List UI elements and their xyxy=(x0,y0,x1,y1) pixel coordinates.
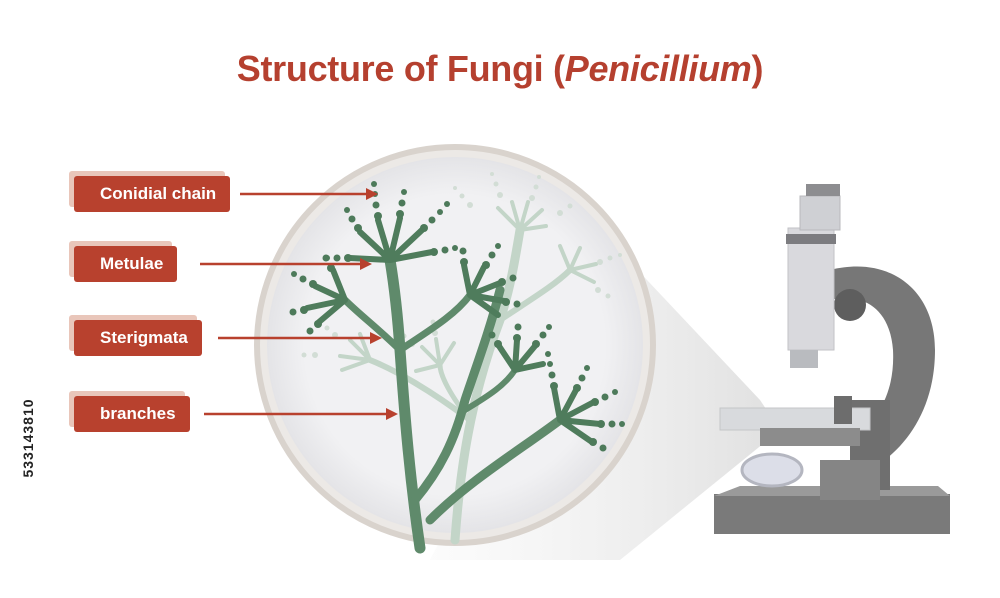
label-sterigmata: Sterigmata xyxy=(74,320,202,356)
label-conidial-chain: Conidial chain xyxy=(74,176,231,212)
microscope-mirror xyxy=(740,452,804,488)
focus-knob xyxy=(834,396,852,424)
title-prefix: Structure of Fungi ( xyxy=(236,48,565,89)
stock-id: 533143810 xyxy=(20,398,36,478)
arrowhead-conidial-chain xyxy=(366,188,378,200)
conidial-chains xyxy=(289,181,625,452)
sterigmata-clusters xyxy=(304,215,603,445)
tube-ring xyxy=(786,234,836,244)
title-suffix: ) xyxy=(751,48,764,89)
eyepiece-cap xyxy=(806,184,840,196)
microscope-icon xyxy=(714,184,950,534)
microscope-tube xyxy=(787,227,835,351)
label-branches: branches xyxy=(74,396,190,432)
arm-joint xyxy=(834,289,866,321)
fungus-branches xyxy=(341,254,565,554)
eyepiece xyxy=(799,195,841,231)
objective-lens xyxy=(790,350,818,368)
title-genus: Penicillium xyxy=(564,48,752,89)
label-arrows xyxy=(200,188,398,420)
microscope-base xyxy=(714,494,950,534)
label-metulae: Metulae xyxy=(74,246,178,282)
arrowhead-branches xyxy=(386,408,398,420)
arrowhead-metulae xyxy=(360,258,372,270)
microscope-arm xyxy=(830,266,935,470)
arrowhead-sterigmata xyxy=(370,332,382,344)
microscope-stage-support xyxy=(760,428,860,446)
page-title: Structure of Fungi (Penicillium) xyxy=(0,48,1000,90)
microscope-stand xyxy=(820,460,880,500)
